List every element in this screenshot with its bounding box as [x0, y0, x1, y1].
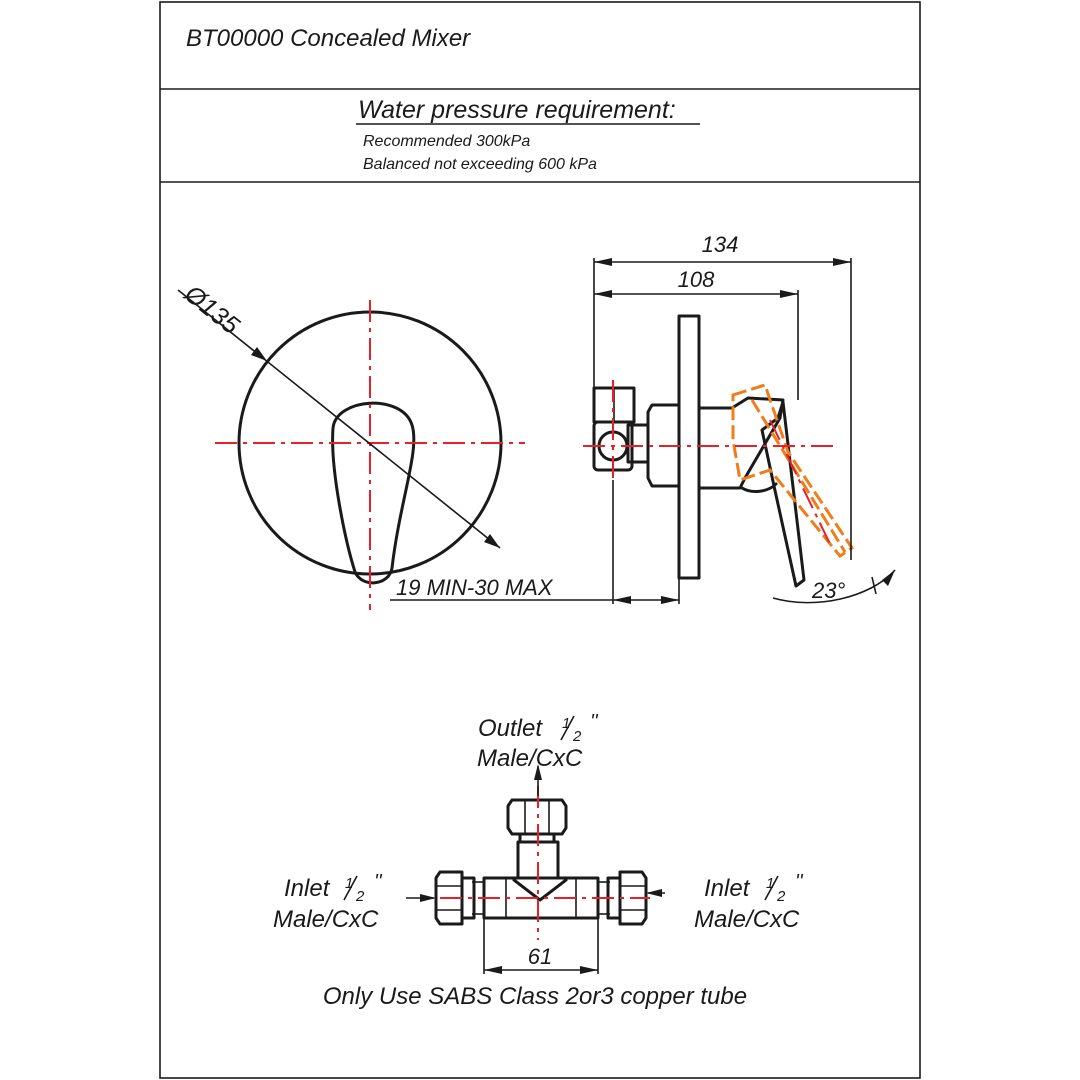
side-handle-collar [740, 482, 778, 493]
dim-134-label: 134 [702, 232, 739, 257]
pressure-maximum: Balanced not exceeding 600 kPa [363, 156, 597, 173]
inlet-right-fraction-bar [764, 875, 779, 901]
diameter-leader [177, 289, 501, 549]
dim-134-arrow-left [594, 258, 612, 266]
front-lever-handle [331, 401, 416, 585]
dim-61-arrow-left [484, 966, 502, 974]
pressure-recommended: Recommended 300kPa [363, 133, 530, 150]
side-body [646, 403, 681, 488]
angle-tick [871, 576, 877, 595]
inlet-left-fraction-den: 2 [355, 888, 365, 905]
sheet-border [159, 1, 921, 1079]
inlet-left-fraction-num: 1 [345, 875, 353, 892]
rotated-handle-outline [731, 383, 855, 559]
outlet-fraction-bar [560, 715, 575, 741]
inlet-right-fraction-den: 2 [776, 888, 786, 905]
front-view: Ø135 [177, 279, 525, 610]
side-lever [760, 400, 806, 588]
drawing-title: BT00000 Concealed Mixer [186, 25, 471, 52]
left-inlet-nut [434, 870, 464, 926]
outlet-label: Outlet 1 2 '' Male/CxC [477, 711, 599, 772]
inlet-left-prefix: Inlet [284, 875, 331, 902]
right-inlet-nut [618, 870, 648, 926]
outlet-spec: Male/CxC [477, 745, 583, 772]
pressure-heading: Water pressure requirement: [358, 96, 676, 124]
inlet-right-spec: Male/CxC [694, 906, 800, 933]
body-chamfer [512, 878, 568, 902]
dim-wall-arrow-left [613, 596, 631, 604]
diameter-arrowhead-top [251, 347, 267, 361]
inlet-left-inch-mark: '' [374, 871, 383, 893]
inlet-right-prefix: Inlet [704, 875, 751, 902]
side-lever-centerline [769, 419, 833, 549]
dim-108-arrow-right [780, 290, 798, 298]
inlet-right-fraction-num: 1 [766, 875, 774, 892]
inlet-left-fraction-bar [343, 875, 358, 901]
inlet-right-label: Inlet 1 2 '' Male/CxC [694, 871, 804, 933]
left-inlet-flow-arrow [420, 894, 436, 902]
diameter-arrowhead [484, 534, 500, 548]
inlet-right-inch-mark: '' [795, 871, 804, 893]
right-inlet-flow-arrow [646, 889, 662, 897]
diameter-label: Ø135 [178, 279, 244, 340]
outlet-fraction-den: 2 [572, 728, 582, 745]
outlet-inch-mark: '' [590, 711, 599, 733]
dim-108-arrow-left [594, 290, 612, 298]
outlet-label-prefix: Outlet [478, 715, 543, 742]
valve-body-view: 61 [406, 764, 665, 974]
angle-arrowhead [882, 570, 895, 586]
dim-61-arrow-right [580, 966, 598, 974]
inlet-left-label: Inlet 1 2 '' Male/CxC [273, 871, 383, 933]
copper-tube-note: Only Use SABS Class 2or3 copper tube [323, 983, 747, 1010]
inlet-left-spec: Male/CxC [273, 906, 379, 933]
outlet-flow-arrow [534, 764, 542, 780]
rotated-handle-axis [750, 399, 847, 553]
dim-wall-label: 19 MIN-30 MAX [396, 575, 554, 600]
outlet-nut [506, 798, 568, 836]
outlet-fraction-num: 1 [562, 715, 570, 732]
angle-label: 23° [811, 578, 845, 603]
dim-61-label: 61 [528, 944, 552, 969]
side-view: 134 108 19 MIN-30 MAX 23° [390, 232, 896, 604]
dim-wall-arrow-right [661, 596, 679, 604]
dim-134-arrow-right [833, 258, 851, 266]
dim-108-label: 108 [678, 267, 715, 292]
